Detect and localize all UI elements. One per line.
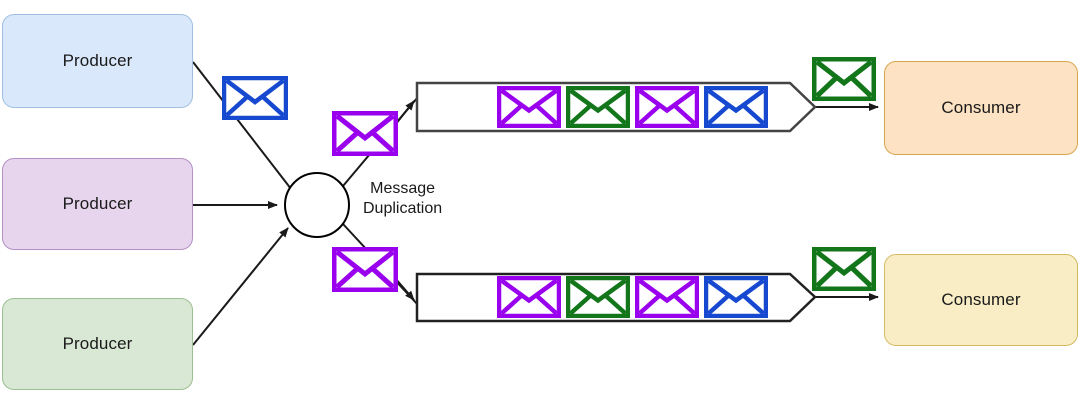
producer-label: Producer [62,334,133,353]
envelope-icon-duplicate-bottom [332,247,398,292]
queue-bottom-message-3 [635,276,699,318]
producer-label: Producer [62,194,133,213]
consumer-node-top[interactable]: Consumer [884,61,1078,155]
queue-top-message-1 [497,86,561,128]
queue-bottom-message-4 [704,276,768,318]
envelope-icon-producer-blue [222,76,288,120]
message-duplication-label: Message Duplication [363,180,443,217]
producer-node-blue[interactable]: Producer [2,14,193,108]
queue-bottom-message-1 [497,276,561,318]
conn-producer-green-to-hub [192,227,289,346]
queue-bottom-message-2 [566,276,630,318]
producer-node-purple[interactable]: Producer [2,158,193,250]
queue-top-message-2 [566,86,630,128]
producer-label: Producer [62,51,133,70]
queue-top-message-3 [635,86,699,128]
consumer-label: Consumer [941,290,1021,309]
envelope-icon-consumer-bottom [812,247,876,291]
consumer-node-bottom[interactable]: Consumer [884,254,1078,346]
queue-top-message-4 [704,86,768,128]
envelope-icon-duplicate-top [332,111,398,156]
producer-node-green[interactable]: Producer [2,298,193,390]
consumer-label: Consumer [941,98,1021,117]
envelope-icon-consumer-top [812,57,876,101]
